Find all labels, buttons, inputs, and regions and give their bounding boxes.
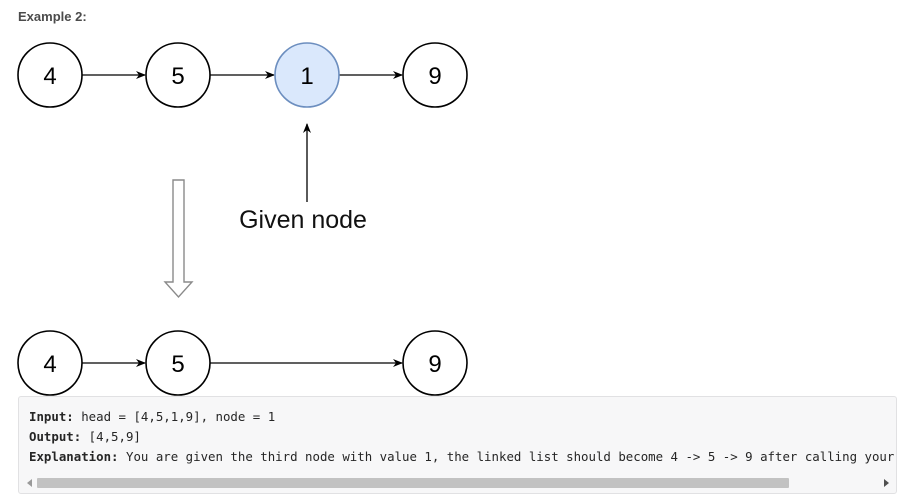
output-label: Output:: [29, 429, 82, 444]
input-value: head = [4,5,1,9], node = 1: [73, 409, 276, 424]
after-node-3: 9: [402, 330, 468, 396]
linked-list-diagram: 4 5 1 9 Given node 4 5 9: [17, 42, 468, 396]
scroll-thumb[interactable]: [37, 478, 789, 488]
explanation-line: Explanation: You are given the third nod…: [29, 447, 897, 467]
scroll-left-arrow-icon[interactable]: [23, 476, 35, 490]
output-value: [4,5,9]: [81, 429, 141, 444]
before-node-3-highlighted: 1: [274, 42, 340, 108]
svg-text:9: 9: [428, 63, 441, 90]
explanation-value: You are given the third node with value …: [118, 449, 897, 464]
svg-text:4: 4: [43, 63, 56, 90]
after-node-1: 4: [17, 330, 83, 396]
before-node-4: 9: [402, 42, 468, 108]
before-node-1: 4: [17, 42, 83, 108]
transform-down-arrow-icon: [163, 179, 194, 299]
svg-text:9: 9: [428, 351, 441, 378]
explanation-label: Explanation:: [29, 449, 119, 464]
example-title: Example 2:: [18, 9, 87, 24]
after-node-2: 5: [145, 330, 211, 396]
given-node-caption: Given node: [239, 206, 367, 234]
svg-text:5: 5: [171, 63, 184, 90]
input-label: Input:: [29, 409, 74, 424]
input-line: Input: head = [4,5,1,9], node = 1: [29, 407, 896, 427]
svg-text:4: 4: [43, 351, 56, 378]
scroll-right-arrow-icon[interactable]: [880, 476, 892, 490]
output-line: Output: [4,5,9]: [29, 427, 896, 447]
svg-text:5: 5: [171, 351, 184, 378]
horizontal-scrollbar[interactable]: [21, 476, 894, 490]
svg-text:1: 1: [300, 63, 313, 90]
before-node-2: 5: [145, 42, 211, 108]
